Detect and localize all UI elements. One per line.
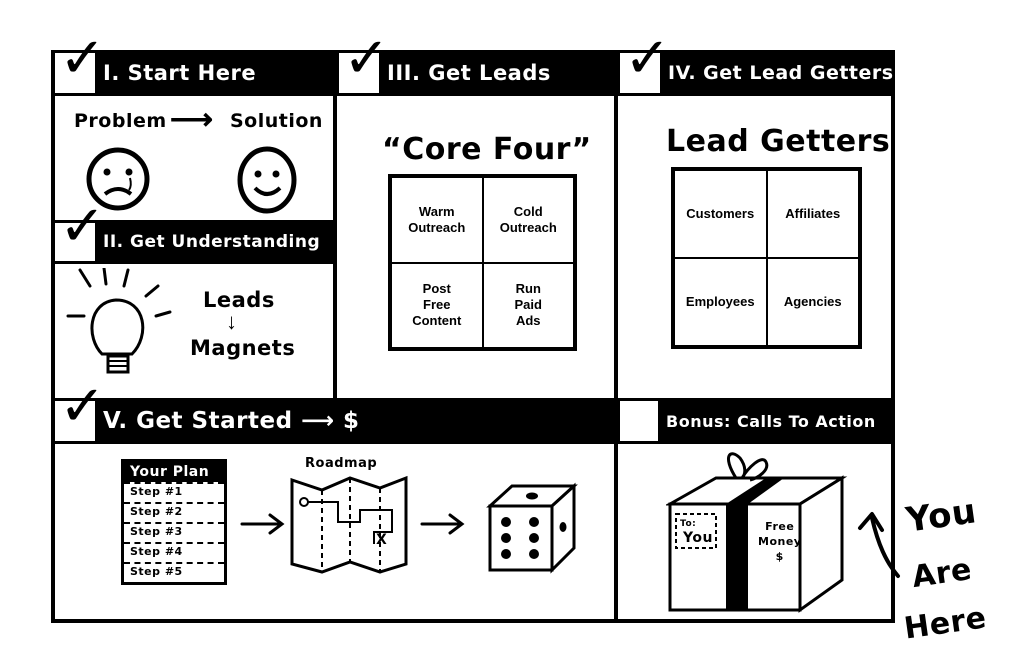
map-x-mark: X (376, 532, 388, 548)
checkmark-icon: ✓ (624, 26, 671, 91)
magnets-label: Magnets (190, 336, 296, 360)
problem-label: Problem (74, 110, 167, 132)
section-title: II. Get Understanding (103, 232, 321, 252)
gift-tag-to: To: (680, 519, 697, 529)
gift-tag-you: You (683, 530, 713, 546)
lead-getters-grid: Customers Affiliates Employees Agencies (671, 167, 862, 349)
core-four-grid: Warm Outreach Cold Outreach Post Free Co… (388, 174, 577, 351)
core-four-cell: Post Free Content (391, 262, 483, 348)
checkbox: ✓ (620, 31, 671, 93)
right-arrow: ⟶ (170, 103, 214, 136)
solution-label: Solution (230, 110, 323, 132)
section-bonus-header: Bonus: Calls To Action (614, 398, 895, 444)
checkbox: ✓ (55, 379, 106, 441)
checkbox: ✓ (55, 199, 106, 261)
lightbulb-icon (66, 268, 172, 374)
plan-step: Step #5 (124, 562, 224, 582)
right-arrow-icon (420, 513, 465, 535)
are-label: Are (909, 552, 975, 595)
checkbox (620, 401, 658, 441)
gift-box-icon (666, 452, 848, 613)
section-title: IV. Get Lead Getters (668, 62, 894, 84)
section-lead-getters-header: ✓ IV. Get Lead Getters (614, 31, 895, 96)
section-understanding-header: ✓ II. Get Understanding (51, 199, 337, 264)
you-label: You (903, 491, 980, 541)
section-title: III. Get Leads (387, 61, 551, 85)
divider-col-2 (614, 50, 618, 623)
core-four-title: “Core Four” (382, 132, 592, 167)
section-get-started-header: ✓ V. Get Started ⟶ $ (51, 379, 618, 444)
checkmark-icon: ✓ (59, 26, 106, 91)
lead-getters-cell: Employees (674, 258, 767, 346)
checkmark-icon: ✓ (343, 26, 390, 91)
roadmap-label: Roadmap (305, 456, 378, 471)
plan-step: Step #1 (124, 482, 224, 502)
section-title: I. Start Here (103, 61, 257, 85)
leads-label: Leads (203, 288, 275, 312)
section-title: Bonus: Calls To Action (666, 411, 876, 431)
checkbox: ✓ (55, 31, 106, 93)
your-plan-list: Your Plan Step #1 Step #2 Step #3 Step #… (121, 459, 227, 585)
map-icon (290, 475, 408, 574)
core-four-cell: Run Paid Ads (482, 262, 574, 348)
section-start-here-header: ✓ I. Start Here (51, 31, 337, 96)
plan-step: Step #3 (124, 522, 224, 542)
lead-getters-title: Lead Getters (666, 124, 891, 159)
checkmark-icon: ✓ (59, 194, 106, 259)
core-four-cell: Warm Outreach (391, 177, 483, 263)
right-arrow-icon (240, 513, 285, 535)
down-arrow: ↓ (226, 309, 237, 334)
checkbox: ✓ (339, 31, 390, 93)
sad-face-icon (86, 147, 150, 211)
plan-step: Step #4 (124, 542, 224, 562)
section-title: V. Get Started ⟶ $ (103, 408, 360, 434)
checkmark-icon: ✓ (59, 374, 106, 439)
section-get-leads-header: ✓ III. Get Leads (333, 31, 618, 96)
lead-getters-cell: Affiliates (766, 170, 859, 258)
free-money-text: Free Money $ (758, 520, 802, 563)
lead-getters-cell: Customers (674, 170, 767, 258)
dice-icon (486, 482, 578, 574)
plan-step: Step #2 (124, 502, 224, 522)
curved-arrow-icon (858, 512, 900, 578)
happy-face-icon (237, 146, 297, 214)
plan-title: Your Plan (124, 462, 224, 482)
core-four-cell: Cold Outreach (482, 177, 574, 263)
here-label: Here (901, 600, 989, 647)
lead-getters-cell: Agencies (766, 258, 859, 346)
